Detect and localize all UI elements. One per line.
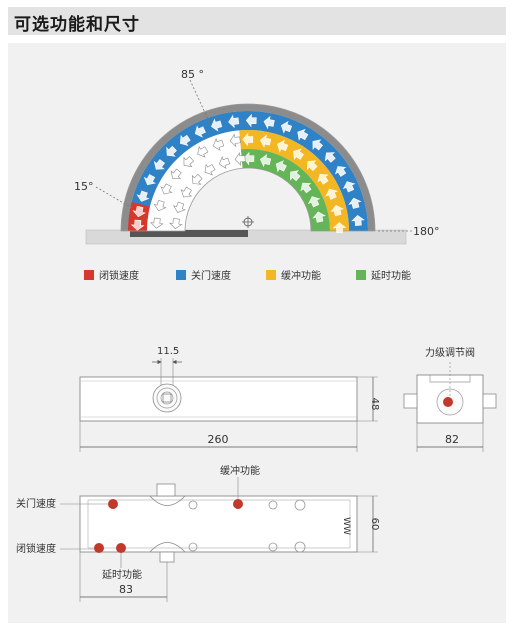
arc-outline (120, 103, 376, 232)
arrow-blank-icon (197, 145, 209, 158)
spring-icon: WW (341, 517, 351, 535)
dim-82: 82 (445, 433, 459, 446)
angle-180-label: 180° (413, 225, 440, 238)
arrow-blank-icon (180, 186, 193, 198)
arc-blank-2 (166, 149, 243, 231)
arrow-buffer-icon (325, 188, 338, 200)
arrow-buffer-icon (317, 173, 329, 185)
arrow-blank-icon (212, 137, 225, 151)
arrow-blank-icon (172, 201, 186, 213)
arrow-close-icon (342, 181, 356, 193)
arrow-blank-icon (218, 155, 231, 169)
label-close-speed: 关门速度 (16, 497, 56, 510)
arrow-delay-icon (259, 154, 272, 168)
arrow-close-icon (228, 114, 240, 129)
legend-label-delay: 延时功能 (371, 269, 411, 282)
arrow-delay-icon (312, 211, 326, 223)
arrow-buffer-icon (277, 139, 289, 153)
arrow-close-icon (312, 139, 323, 151)
spindle-icon (152, 383, 182, 413)
angle-85-label: 85 ° (181, 68, 204, 81)
valve-dot (443, 397, 453, 407)
legend: 闭锁速度 关门速度 缓冲功能 延时功能 (84, 269, 411, 282)
page-title: 可选功能和尺寸 (14, 15, 140, 35)
legend-swatch-delay (356, 270, 366, 280)
title-bar: 可选功能和尺寸 (8, 7, 506, 35)
leader-85 (189, 79, 213, 129)
arrow-close-icon (263, 115, 275, 130)
front-body (79, 376, 358, 422)
legend-swatch-lock (84, 270, 94, 280)
valve-label: 力级调节阀 (425, 346, 475, 359)
leader-15 (95, 186, 133, 209)
arrow-blank-icon (234, 152, 246, 166)
arrow-buffer-icon (242, 132, 254, 147)
arrow-delay-icon (275, 160, 287, 173)
arrow-blank-icon (204, 163, 216, 176)
arrow-blank-icon (150, 217, 164, 229)
arrow-close-icon (348, 197, 362, 209)
arrow-close-icon (194, 125, 206, 138)
angle-15-label: 15° (74, 180, 94, 193)
pivot-icon (242, 216, 254, 228)
door-leaf (130, 230, 248, 237)
arrow-close-icon (143, 174, 156, 186)
arrow-blank-icon (170, 168, 182, 180)
valve-delay (116, 543, 126, 553)
arrow-blank-icon (169, 218, 183, 230)
dim-83: 83 (119, 583, 133, 596)
arrow-close-icon (297, 128, 309, 141)
speed-arc-diagram: 85 ° 15° 180° (74, 68, 440, 245)
front-view: 11.5 48 260 (79, 346, 380, 452)
legend-swatch-buffer (266, 270, 276, 280)
valve-buffer (233, 499, 243, 509)
arrow-close-icon (153, 159, 165, 170)
arrow-close-icon (211, 118, 223, 132)
arrow-buffer-icon (306, 160, 318, 172)
arrow-lock-icon (132, 206, 146, 218)
arrow-close-icon (280, 120, 293, 134)
arrow-blank-icon (183, 156, 194, 168)
screw-holes (188, 499, 306, 553)
arrow-delay-icon (243, 151, 255, 166)
label-buffer: 缓冲功能 (220, 464, 260, 477)
arrow-blank-icon (160, 183, 173, 195)
label-delay: 延时功能 (102, 568, 142, 581)
side-view: 力级调节阀 82 (403, 346, 497, 452)
legend-swatch-close (176, 270, 186, 280)
arrow-close-icon (324, 152, 336, 163)
arrow-close-icon (166, 145, 177, 157)
arrow-buffer-icon (330, 204, 344, 217)
dim-48: 48 (369, 398, 380, 411)
arrow-buffer-icon (332, 222, 347, 233)
dim-11-5: 11.5 (157, 346, 179, 357)
arrow-buffer-icon (259, 134, 272, 148)
legend-label-close: 关门速度 (191, 269, 231, 282)
top-body (79, 495, 358, 553)
arrow-delay-icon (307, 196, 321, 208)
arrow-close-icon (245, 113, 257, 128)
arrow-buffer-icon (293, 148, 304, 161)
valve-lock-speed (94, 543, 104, 553)
dim-60: 60 (369, 518, 380, 531)
legend-label-buffer: 缓冲功能 (281, 269, 321, 282)
arrow-close-icon (351, 215, 365, 226)
legend-label-lock: 闭锁速度 (99, 269, 139, 282)
arrow-delay-icon (290, 170, 301, 182)
arrow-lock-icon (130, 219, 145, 231)
valve-close-speed (108, 499, 118, 509)
arrow-close-icon (179, 134, 191, 147)
arrow-blank-icon (229, 133, 241, 148)
arrow-close-icon (334, 166, 347, 177)
top-view: WW 缓冲功能 关门速度 闭锁速度 延时功能 60 83 (16, 464, 380, 602)
arrow-close-icon (136, 190, 150, 202)
label-lock-speed: 闭锁速度 (16, 542, 56, 555)
arrow-blank-icon (191, 173, 203, 185)
dim-260: 260 (208, 433, 229, 446)
arrow-delay-icon (300, 182, 312, 194)
arrow-blank-icon (153, 199, 167, 212)
